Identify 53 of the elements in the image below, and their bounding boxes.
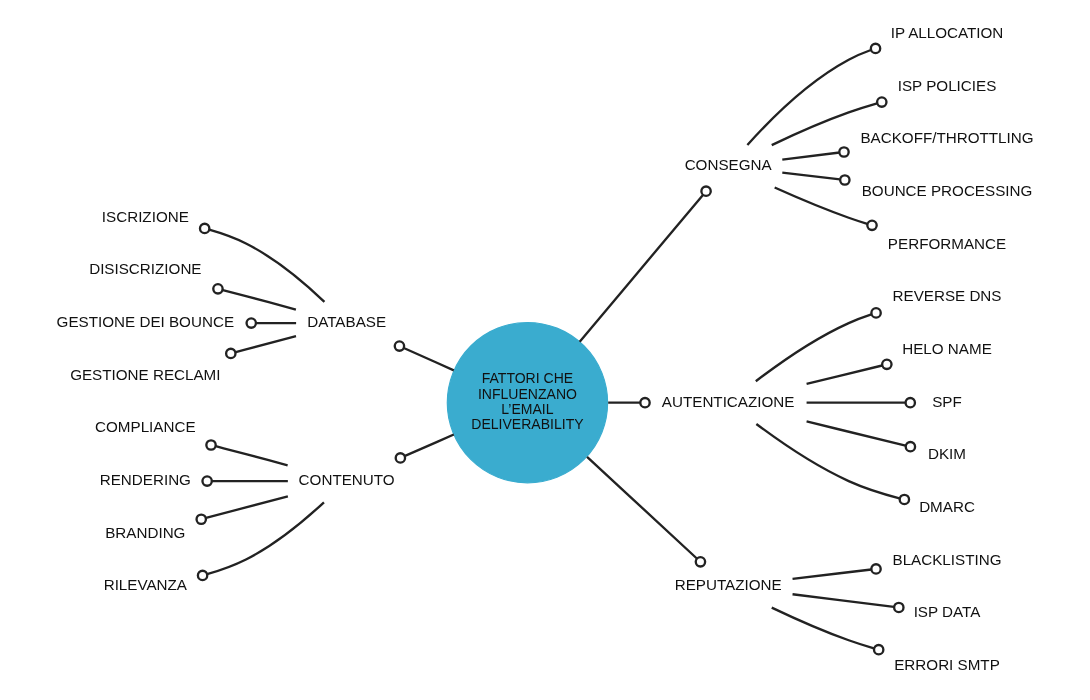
connector (224, 335, 297, 360)
node-text: PERFORMANCE (887, 234, 1007, 252)
node-text: REPUTAZIONE (674, 576, 782, 594)
connector (608, 396, 651, 409)
connector (393, 340, 455, 372)
node-text: HELO NAME (902, 339, 992, 357)
connector (792, 593, 905, 614)
node-text: AUTENTICAZIONE (661, 392, 795, 410)
node-text: ISCRIZIONE (101, 207, 189, 225)
connector (792, 563, 882, 581)
node-circle: FATTORI CHE INFLUENZANO L’EMAIL DELIVERABILITY (446, 321, 609, 484)
node-text: RILEVANZA (103, 576, 188, 594)
node-text: DISISCRIZIONE (89, 260, 202, 278)
connector (806, 358, 893, 385)
connector (394, 433, 455, 464)
connector (212, 282, 297, 311)
connector (774, 186, 878, 232)
node-text: GESTIONE DEI BOUNCE (56, 313, 235, 331)
node-text: CONTENUTO (298, 471, 395, 489)
node-text: COMPLIANCE (95, 418, 196, 436)
node-text: RENDERING (99, 471, 191, 489)
connector (196, 501, 325, 582)
connector (806, 396, 917, 409)
connector (746, 42, 882, 146)
node-text: ISP POLICIES (897, 76, 997, 94)
connector (195, 495, 289, 526)
node-text: BRANDING (105, 523, 186, 541)
connector (755, 423, 911, 506)
node-text: ERRORI SMTP (894, 655, 1000, 673)
node-text: GESTIONE RECLAMI (70, 365, 221, 383)
node-text: BOUNCE PROCESSING (861, 181, 1033, 199)
node-text: DMARC (919, 497, 975, 515)
node-text: REVERSE DNS (892, 287, 1002, 305)
node-text: DATABASE (307, 313, 387, 331)
connector (782, 146, 850, 161)
node-text: DKIM (928, 445, 967, 463)
connector (771, 606, 885, 656)
connector (205, 439, 288, 467)
connector (198, 222, 326, 303)
node-text: ISP DATA (913, 603, 981, 621)
connector (245, 317, 297, 329)
connector (782, 171, 851, 186)
node-text: BACKOFF/THROTTLING (860, 129, 1034, 147)
connector (755, 307, 882, 383)
connector (771, 96, 888, 147)
connector (201, 475, 288, 487)
node-text: CONSEGNA (684, 156, 772, 174)
connector (578, 185, 712, 343)
node-text: SPF (932, 392, 962, 410)
connector (586, 455, 707, 568)
node-text: IP ALLOCATION (890, 23, 1004, 41)
connector (806, 420, 917, 453)
node-text: BLACKLISTING (892, 550, 1002, 568)
